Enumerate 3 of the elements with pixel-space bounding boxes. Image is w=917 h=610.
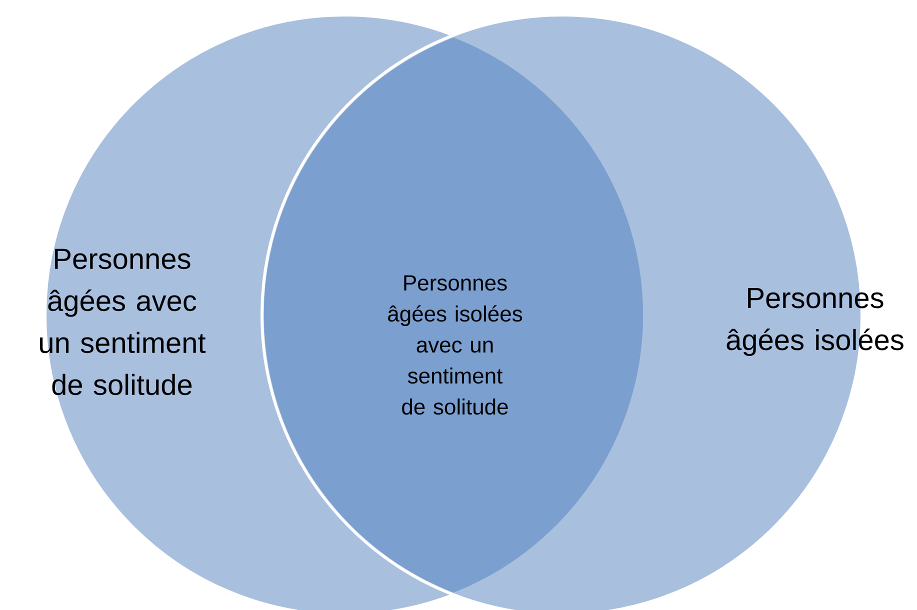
venn-label: Personnes âgées isolées avec un sentiment de solitude bbox=[388, 275, 522, 415]
venn-label: Personnes âgées isolées bbox=[726, 288, 904, 356]
venn-label: Personnes âgées avec un sentiment de solitude bbox=[40, 248, 206, 396]
